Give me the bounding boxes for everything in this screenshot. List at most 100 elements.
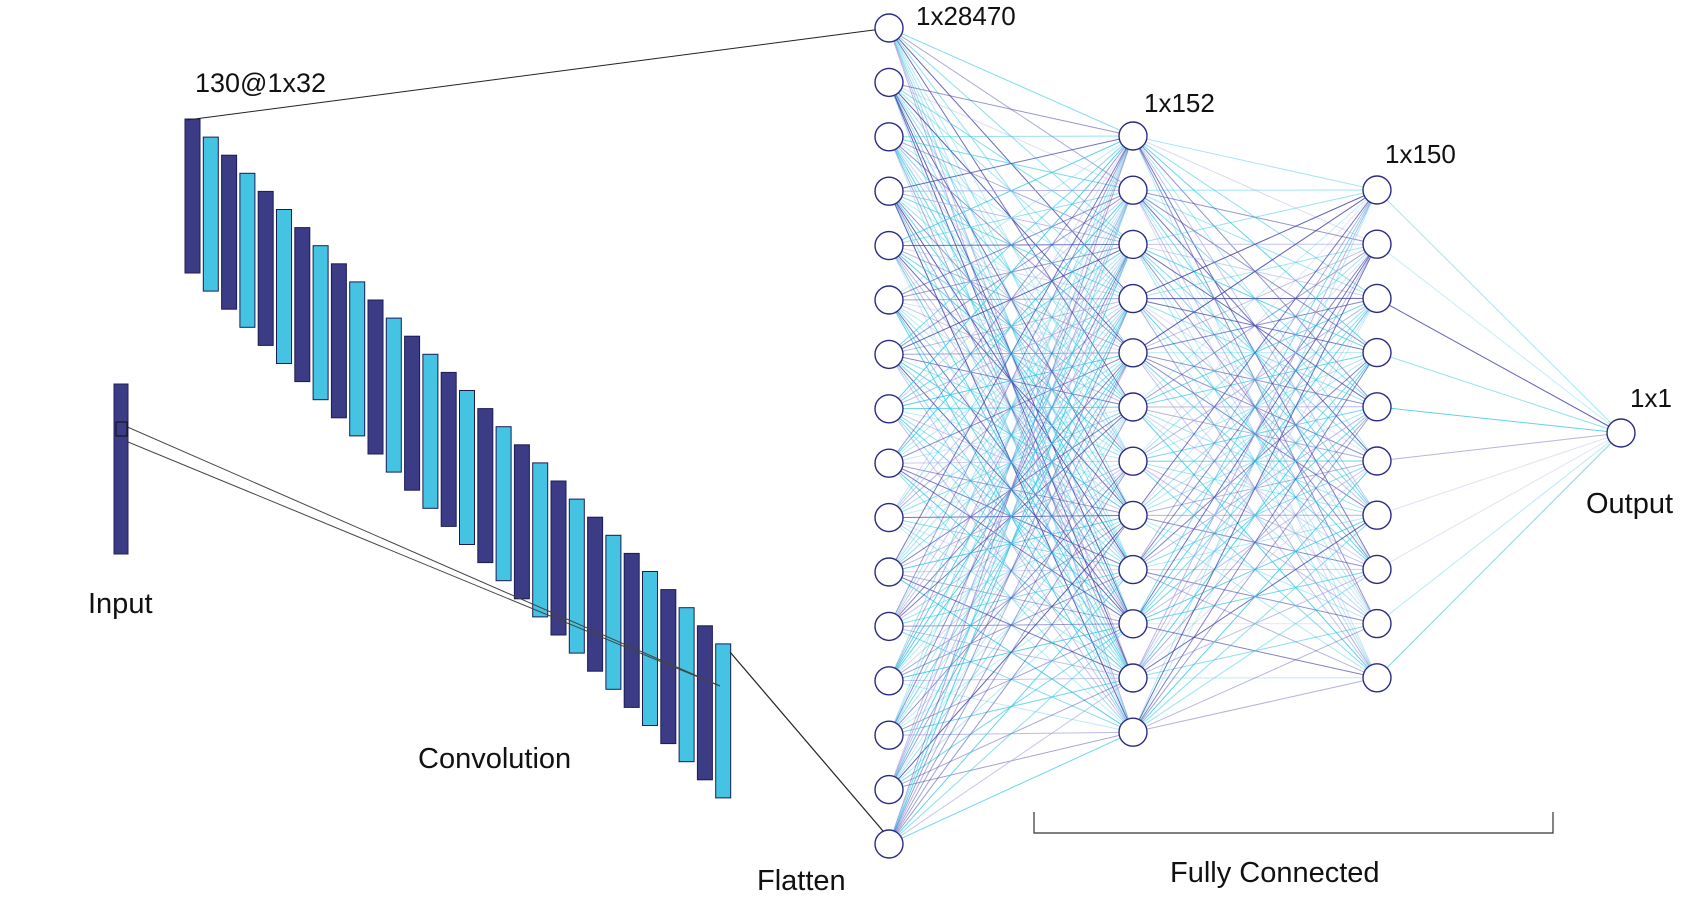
edge-line — [888, 135, 1134, 627]
edge-line — [1132, 189, 1378, 354]
edge-line — [1132, 189, 1378, 245]
edge-line — [888, 189, 1134, 573]
edge-line — [888, 135, 1134, 790]
feature-map-bar — [257, 190, 274, 346]
conv-to-flatten-top-line — [186, 27, 890, 121]
edge-line — [1376, 406, 1622, 434]
flatten-node — [874, 774, 904, 805]
feature-map-bar — [568, 498, 585, 654]
feature-map-bar — [623, 552, 640, 708]
feature-map-bar — [532, 462, 549, 618]
edge-line — [1132, 243, 1378, 733]
edge-line — [1132, 189, 1378, 733]
conv-to-flatten-bottom-line — [729, 651, 890, 839]
feature-map-bar — [459, 390, 475, 545]
fc1-shape-label: 1x152 — [1144, 88, 1215, 118]
fully-connected-bracket-line — [1033, 812, 1554, 834]
feature-map-bar — [495, 426, 512, 582]
feature-map-bar — [513, 444, 530, 600]
flatten-node — [874, 13, 904, 43]
edge-line — [888, 189, 1134, 736]
fc2-node — [1362, 229, 1392, 259]
flatten-node — [874, 720, 904, 750]
edge-line — [888, 623, 1134, 845]
flatten-node — [874, 829, 904, 859]
fc1-node — [1118, 283, 1148, 314]
feature-map-bar — [642, 571, 658, 726]
flatten-shape-label: 1x28470 — [916, 1, 1016, 31]
edge-line — [1132, 189, 1378, 679]
edge-line — [888, 27, 1134, 137]
edge-line — [1132, 514, 1378, 733]
output-shape-label: 1x1 — [1630, 383, 1672, 413]
edge-line — [888, 406, 1134, 790]
input-layer — [113, 383, 129, 555]
fc2-node — [1362, 392, 1392, 422]
edge-line — [888, 406, 1134, 736]
fc1-node — [1118, 609, 1148, 639]
input-bar — [113, 383, 129, 555]
edge-line — [888, 135, 1134, 736]
edge-line — [888, 135, 1134, 518]
fully-connected-edges — [888, 27, 1622, 845]
feature-map-bar — [696, 625, 713, 781]
feature-map-bar — [678, 607, 695, 763]
fc2-node — [1362, 663, 1392, 693]
layer-connector-lines — [115, 27, 890, 839]
edge-line — [888, 190, 1134, 790]
edge-line — [1132, 243, 1378, 679]
edge-line — [1132, 677, 1378, 733]
edge-line — [888, 135, 1134, 247]
edge-line — [1132, 189, 1378, 462]
edge-line — [888, 135, 1134, 682]
fully-connected-bracket — [1033, 812, 1554, 834]
input-label: Input — [88, 588, 153, 620]
edge-line — [888, 677, 1134, 845]
flatten-node — [874, 448, 904, 478]
edge-line — [1132, 298, 1378, 625]
input-to-conv-line-b — [115, 436, 721, 687]
edge-line — [1376, 432, 1622, 570]
feature-map-bar — [477, 408, 494, 564]
feature-map-bar — [330, 263, 347, 419]
edge-line — [888, 135, 1134, 355]
edge-line — [888, 244, 1134, 682]
edge-line — [888, 244, 1134, 627]
edge-line — [1132, 568, 1378, 733]
feature-map-bar — [440, 371, 457, 527]
fc2-node — [1362, 446, 1392, 476]
edge-line — [888, 189, 1134, 247]
edge-line — [1132, 135, 1378, 245]
edge-line — [888, 298, 1134, 845]
feature-map-bar — [294, 227, 311, 383]
feature-map-bar — [715, 643, 732, 799]
edge-line — [888, 135, 1134, 573]
fc1-node — [1118, 338, 1148, 368]
flatten-node — [874, 67, 904, 98]
edge-line — [1132, 460, 1378, 679]
edge-line — [1132, 406, 1378, 733]
flatten-node — [874, 230, 904, 261]
fc2-node — [1362, 175, 1392, 205]
fc2-node — [1362, 554, 1392, 585]
edge-line — [1132, 623, 1378, 733]
feature-map-bar — [385, 317, 402, 473]
fc1-node — [1118, 392, 1148, 422]
fc2-shape-label: 1x150 — [1385, 139, 1456, 169]
feature-map-bar — [239, 172, 256, 328]
flatten-node — [874, 285, 904, 315]
fc1-node — [1118, 717, 1148, 747]
edge-line — [1132, 135, 1378, 191]
edge-line — [888, 189, 1134, 464]
feature-map-bar — [550, 480, 567, 636]
edge-line — [888, 515, 1134, 845]
edge-line — [1132, 189, 1378, 408]
feature-map-bar — [276, 209, 292, 364]
convolution-label: Convolution — [418, 743, 571, 775]
flatten-node — [874, 611, 904, 642]
edge-line — [888, 731, 1134, 845]
edge-line — [1376, 432, 1622, 462]
output-node — [1606, 418, 1636, 448]
flatten-node — [874, 339, 904, 370]
feature-map-bar — [587, 516, 604, 672]
